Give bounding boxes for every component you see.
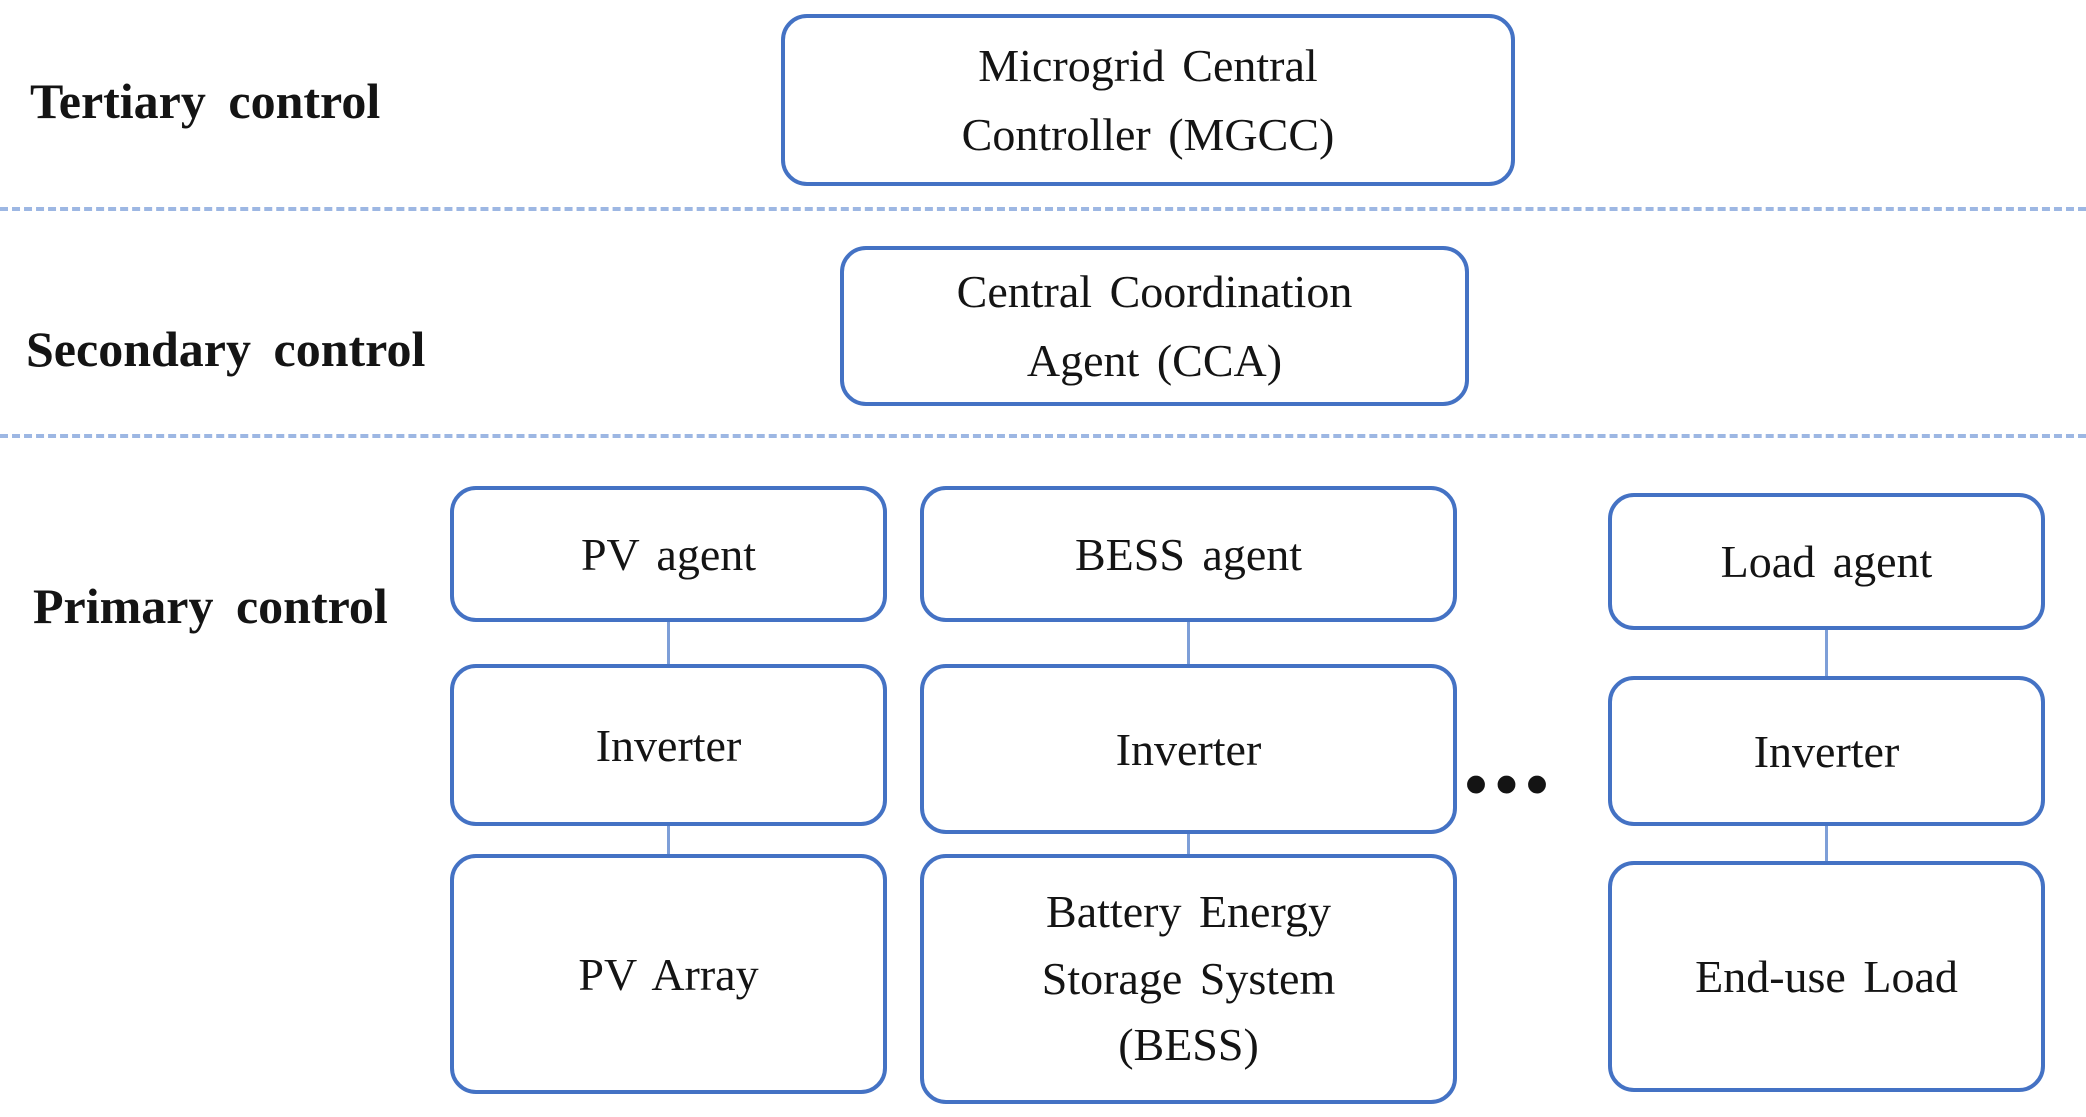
bess-inverter-box: Inverter [920, 664, 1457, 834]
pv-inverter-label: Inverter [595, 719, 742, 771]
mgcc-box: Microgrid Central Controller (MGCC) [781, 14, 1515, 186]
pv-array-box: PV Array [450, 854, 887, 1094]
bess-device-line2: Storage System [1041, 952, 1336, 1004]
bess-device-line3: (BESS) [1118, 1019, 1259, 1071]
pv-agent-box: PV agent [450, 486, 887, 622]
ellipsis-more-columns: ... [1462, 694, 1554, 816]
load-agent-box: Load agent [1608, 493, 2045, 630]
cca-box-line2: Agent (CCA) [1026, 335, 1283, 386]
bess-device-box: Battery Energy Storage System (BESS) [920, 854, 1457, 1104]
end-use-load-box: End-use Load [1608, 861, 2045, 1092]
tertiary-control-label: Tertiary control [30, 73, 381, 129]
cca-box: Central Coordination Agent (CCA) [840, 246, 1469, 406]
pv-array-label: PV Array [578, 948, 759, 1000]
primary-control-label: Primary control [33, 578, 388, 634]
divider-tertiary-secondary [0, 207, 2086, 211]
connector-pv-agent-inverter [667, 622, 670, 664]
mgcc-box-line1: Microgrid Central [978, 40, 1318, 91]
bess-device-line1: Battery Energy [1046, 885, 1331, 937]
secondary-control-label: Secondary control [26, 321, 426, 377]
connector-load-agent-inverter [1825, 630, 1828, 676]
load-agent-label: Load agent [1720, 536, 1933, 587]
connector-load-inverter-device [1825, 826, 1828, 861]
load-inverter-label: Inverter [1753, 725, 1900, 777]
load-inverter-box: Inverter [1608, 676, 2045, 826]
bess-inverter-label: Inverter [1115, 723, 1262, 775]
pv-inverter-box: Inverter [450, 664, 887, 826]
bess-agent-box: BESS agent [920, 486, 1457, 622]
mgcc-box-line2: Controller (MGCC) [961, 109, 1335, 160]
connector-bess-inverter-device [1187, 834, 1190, 854]
cca-box-line1: Central Coordination [956, 266, 1353, 317]
divider-secondary-primary [0, 434, 2086, 438]
connector-bess-agent-inverter [1187, 622, 1190, 664]
bess-agent-label: BESS agent [1074, 528, 1303, 580]
end-use-load-label: End-use Load [1695, 951, 1958, 1002]
connector-pv-inverter-array [667, 826, 670, 854]
pv-agent-label: PV agent [580, 528, 757, 580]
